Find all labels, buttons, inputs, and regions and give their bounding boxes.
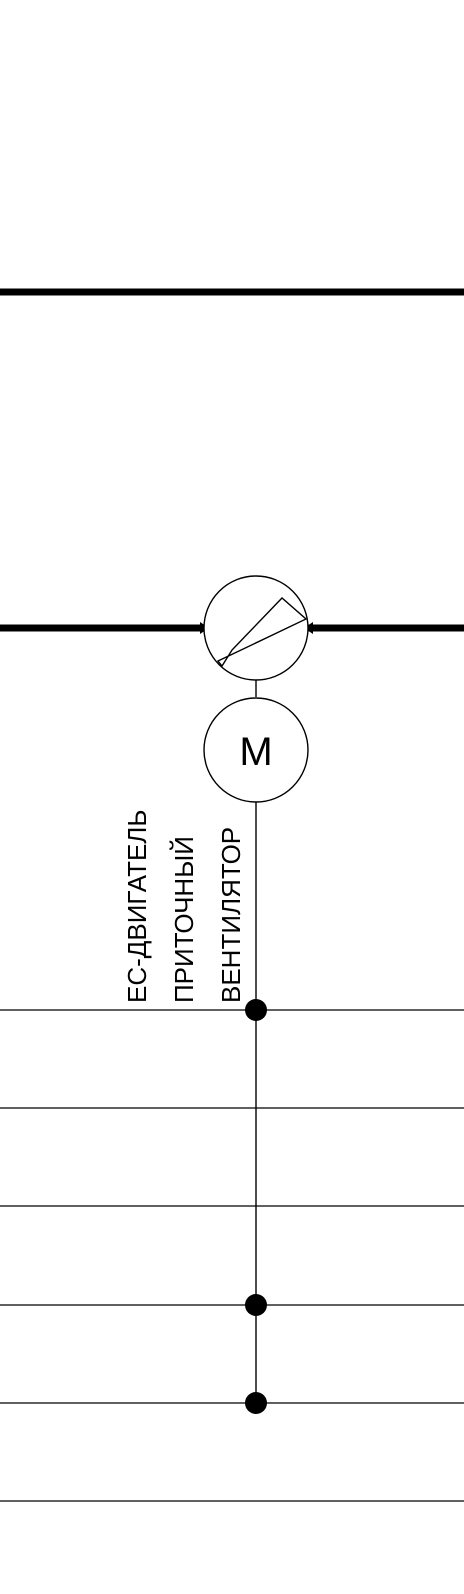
label-line-3: ВЕНТИЛЯТОР	[216, 827, 246, 1003]
connection-node	[245, 1294, 267, 1316]
motor-symbol-label: M	[239, 730, 272, 774]
label-line-2: ПРИТОЧНЫЙ	[169, 836, 199, 1003]
motor-icon: M	[203, 697, 309, 803]
connection-node	[245, 1392, 267, 1414]
label-line-1: ЕС-ДВИГАТЕЛЬ	[122, 810, 152, 1003]
component-label: ЕС-ДВИГАТЕЛЬ ПРИТОЧНЫЙ ВЕНТИЛЯТОР	[122, 810, 246, 1003]
connection-node	[245, 999, 267, 1021]
fan-icon	[203, 575, 309, 681]
